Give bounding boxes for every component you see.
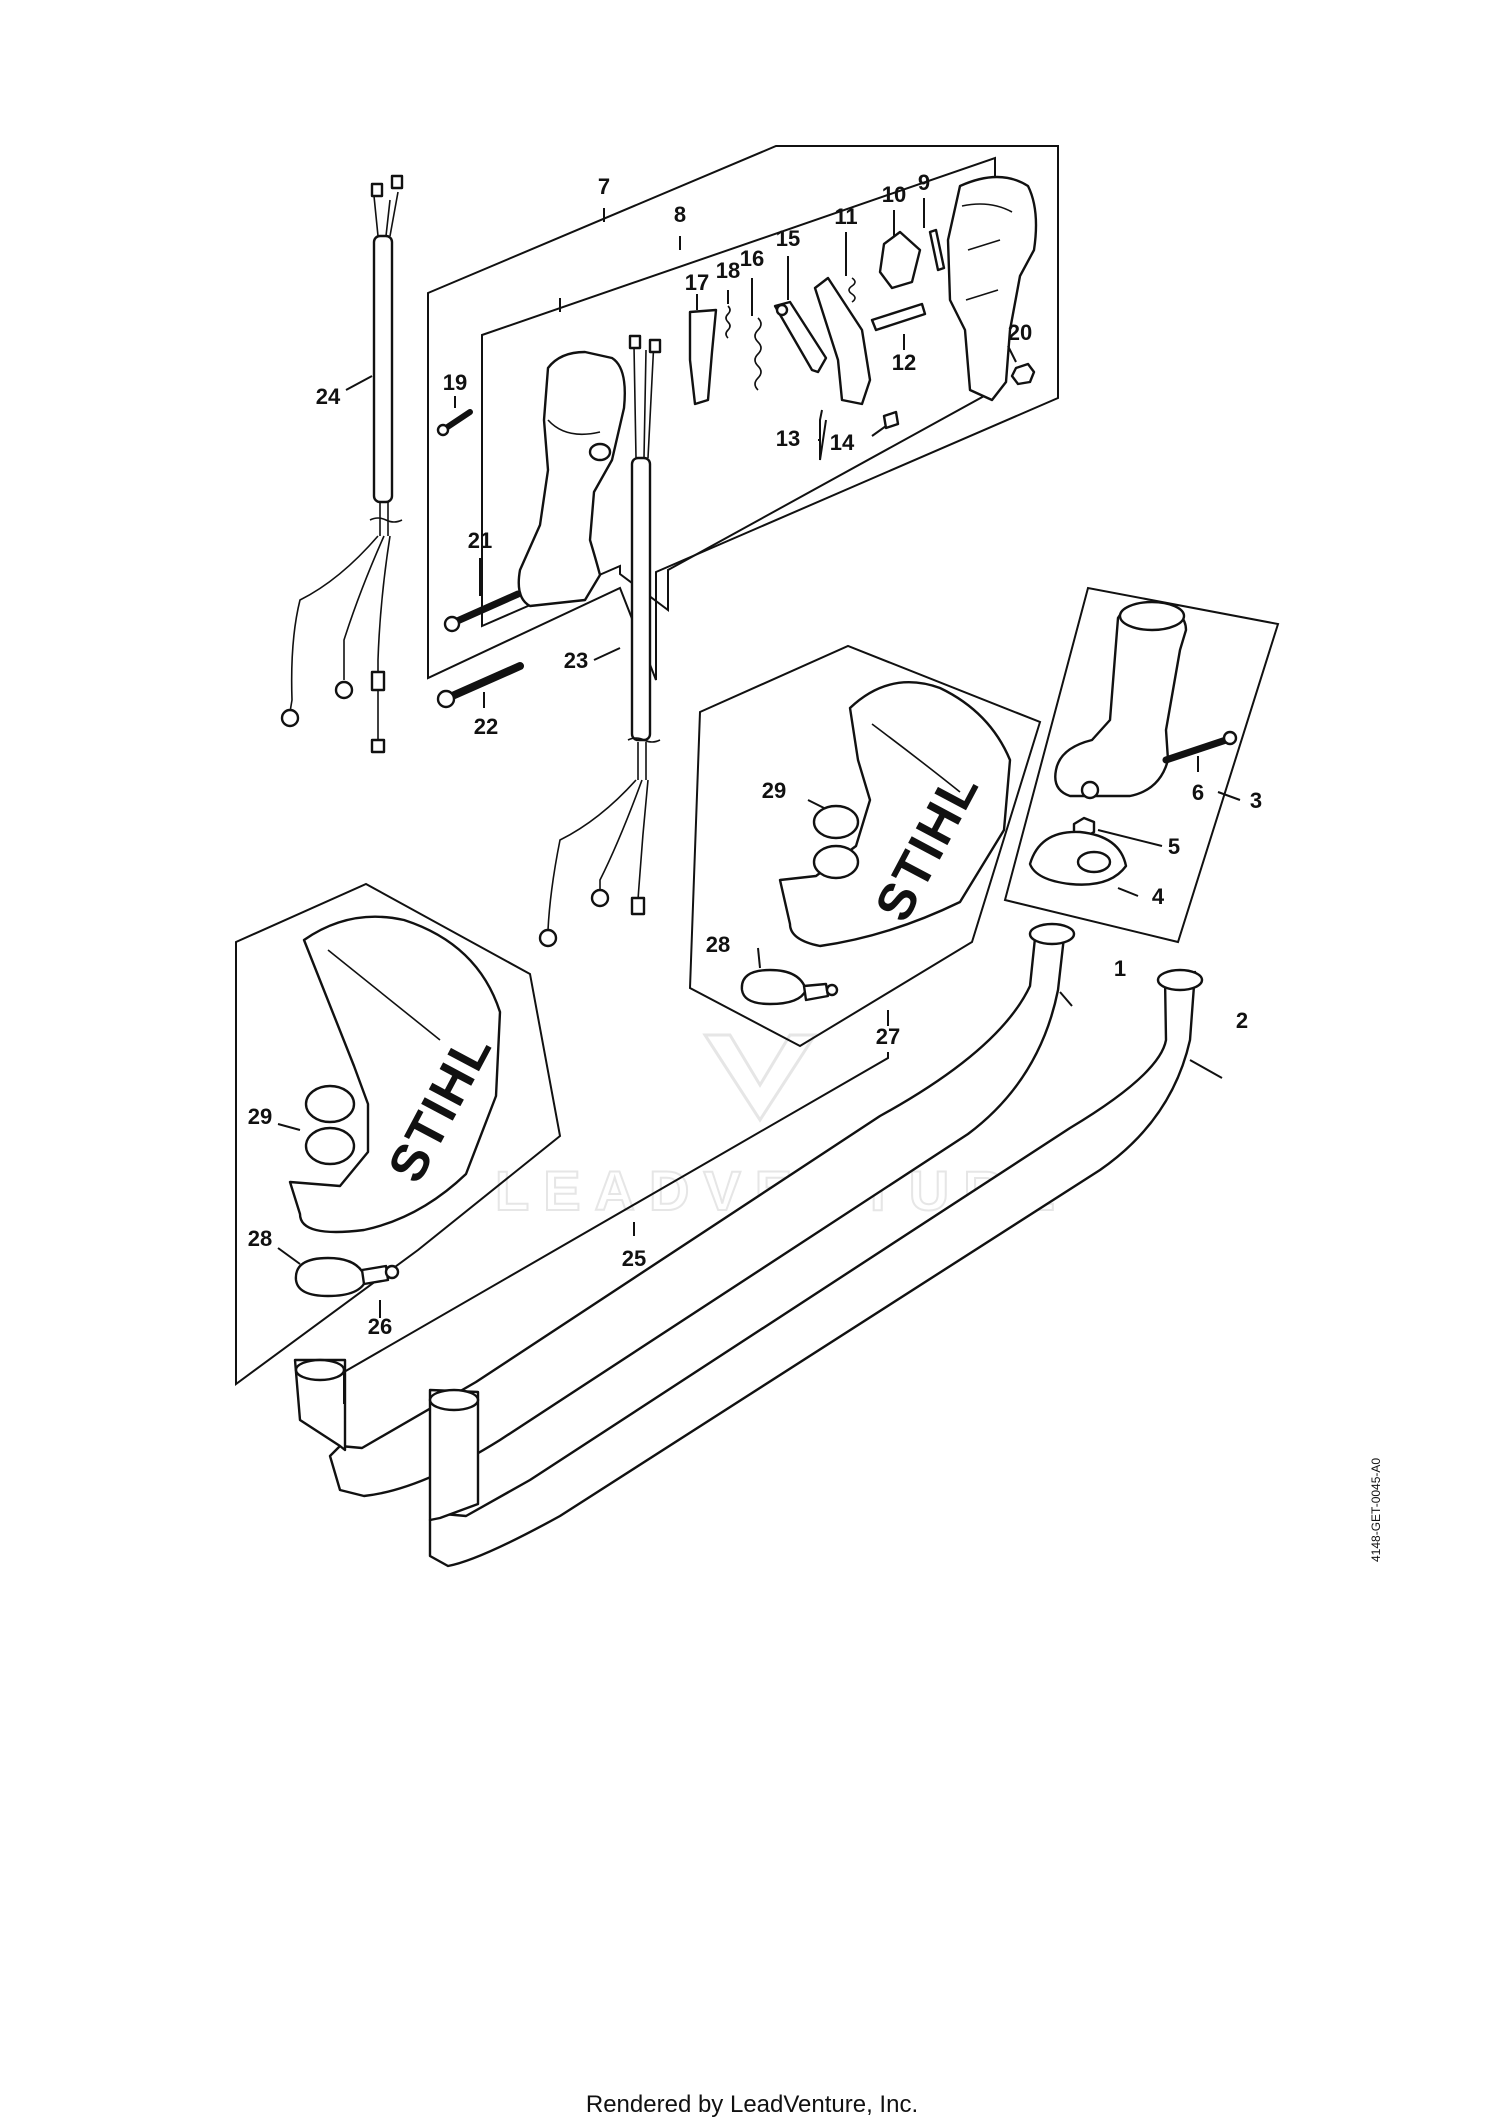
callout-29-left: 29 [248,1104,272,1129]
callout-9: 9 [918,170,930,195]
callout-28-right: 28 [706,932,730,957]
handle-housing-front [517,350,626,608]
callout-18: 18 [716,258,740,283]
cover-26: STIHL [288,915,504,1234]
screw-19 [436,409,473,437]
callout-16: 16 [740,246,764,271]
footer-credit: Rendered by LeadVenture, Inc. [586,2091,918,2118]
lever-15 [773,300,828,374]
callout-14: 14 [830,430,855,455]
handlebar-tube-2 [428,968,1204,1568]
assembly-frame-7 [427,145,1059,681]
callout-3: 3 [1250,788,1262,813]
callout-8: 8 [674,202,686,227]
callout-5: 5 [1168,834,1180,859]
screw-6 [1162,730,1238,764]
leader-lines [277,198,1241,1404]
pin-12 [870,302,927,332]
callout-1: 1 [1114,956,1126,981]
callout-22: 22 [474,714,498,739]
callout-4: 4 [1152,884,1165,909]
spring-14 [882,410,900,430]
spring-11 [848,277,856,303]
cable-24 [280,174,404,754]
nut-20 [1010,362,1036,386]
callout-24: 24 [316,384,341,409]
clamp-28-left [294,1256,400,1298]
callout-21: 21 [468,528,492,553]
spring-18 [725,305,731,339]
assembly-frame-3 [1003,586,1280,944]
callout-7: 7 [598,174,610,199]
document-id: 4148-GET-0045-A0 [1369,1458,1383,1562]
assembly-frame-27 [688,644,1042,1048]
callout-26: 26 [368,1314,392,1339]
trigger-13 [813,276,872,406]
callout-29-right: 29 [762,778,786,803]
callout-17: 17 [685,270,709,295]
screw-22 [436,662,524,709]
spring-16 [754,317,762,391]
callout-23: 23 [564,648,588,673]
callouts: 7 8 9 10 11 12 13 14 15 16 17 18 19 20 2… [248,170,1262,1339]
cable-23 [538,334,662,948]
screw-21 [443,590,522,633]
handle-housing-rear [946,175,1038,402]
cover-27: STIHL [778,681,1012,948]
pin-9 [928,228,946,272]
assembly-frame-26 [235,882,562,1386]
callout-6: 6 [1192,780,1204,805]
callout-27: 27 [876,1024,900,1049]
callout-12: 12 [892,350,916,375]
callout-11: 11 [834,204,857,229]
lever-17 [688,308,718,406]
callout-19: 19 [443,370,467,395]
slide-10 [878,230,922,290]
callout-25: 25 [622,1246,646,1271]
callout-10: 10 [882,182,906,207]
callout-15: 15 [776,226,800,251]
handlebar-tube-1 [293,922,1076,1498]
clamp-4 [1028,830,1128,886]
handle-grip [1054,600,1188,800]
callout-28-left: 28 [248,1226,272,1251]
clamp-28-right [740,968,839,1006]
callout-2: 2 [1236,1008,1248,1033]
callout-13: 13 [776,426,800,451]
callout-20: 20 [1008,320,1032,345]
